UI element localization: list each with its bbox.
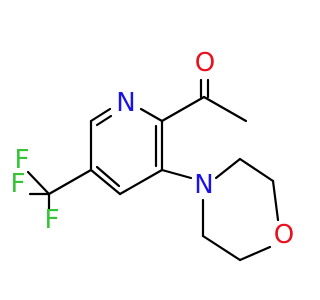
bond-morph-c-c-right (238, 157, 275, 183)
morpholine-oxygen-label: O (274, 220, 294, 250)
bond-morph-c-c-left (201, 234, 242, 262)
bond-cf3-f-top (26, 170, 51, 196)
bond-c3-morpholine-n (160, 168, 193, 180)
morpholine-nitrogen-label: N (194, 170, 213, 200)
carbonyl-oxygen-label: O (195, 48, 215, 78)
bonds (26, 78, 280, 262)
bond-c6-n1-inner (95, 114, 113, 127)
bond-c6-n1 (89, 107, 112, 123)
bond-c4-c5-inner (95, 165, 121, 188)
pyridine-nitrogen-label: N (116, 88, 135, 118)
bond-morph-o-c (238, 245, 272, 262)
bond-carbonyl-methyl (202, 95, 248, 123)
bond-c2-carbonyl (160, 95, 206, 123)
bond-n1-c2 (139, 107, 164, 123)
bond-c4-c5 (89, 168, 122, 196)
atom-labels: N O N O F F F (11, 48, 295, 250)
bond-morph-c-o (271, 179, 280, 222)
bond-c3-c4 (118, 168, 164, 196)
canvas-background (0, 0, 300, 300)
fluorine-label-top: F (15, 145, 30, 175)
fluorine-label-left: F (11, 169, 26, 199)
chemical-structure: N O N O F F F (0, 0, 300, 300)
fluorine-label-bottom: F (45, 205, 60, 235)
bond-c5-cf3 (47, 168, 93, 196)
bond-morph-n-c-upper (214, 157, 242, 180)
